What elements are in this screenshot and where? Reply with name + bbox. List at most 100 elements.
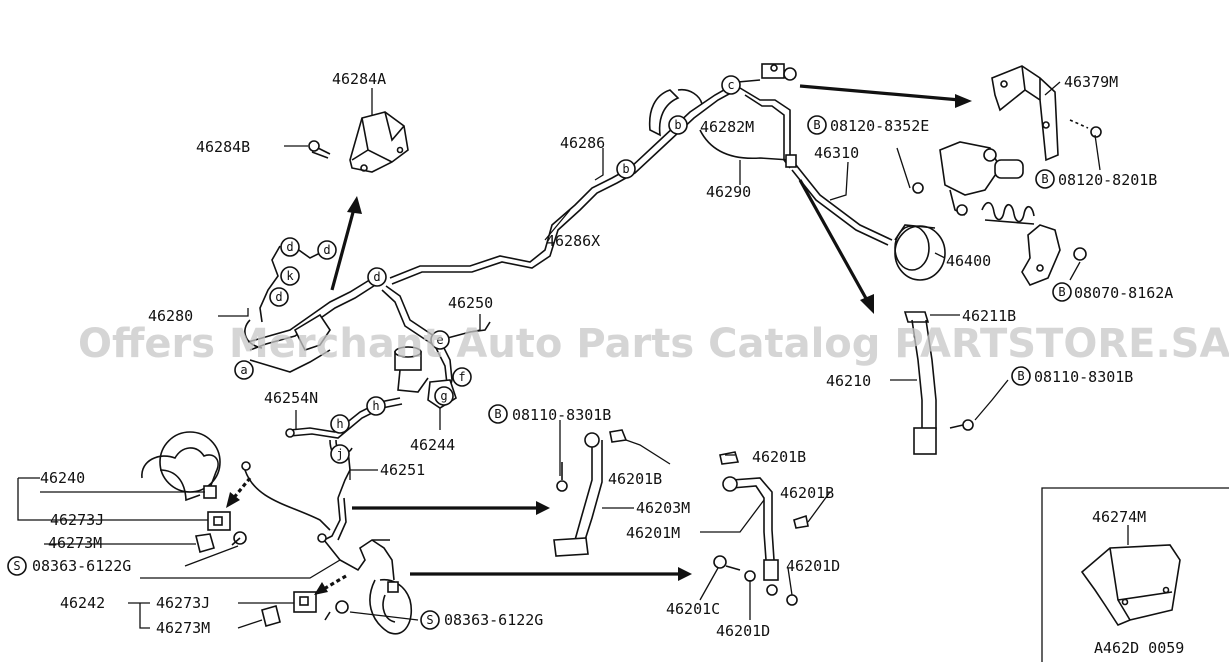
callout-g: g <box>434 386 454 406</box>
bolt-symbol: B <box>1011 366 1031 386</box>
part-label: 46201B <box>752 448 806 466</box>
svg-text:S: S <box>13 559 20 573</box>
part-label: 46201M <box>626 524 680 542</box>
clip-46273-top-drawing <box>195 511 247 553</box>
part-label: 46273M <box>156 619 210 637</box>
callout-h-1: h <box>366 396 386 416</box>
svg-text:c: c <box>727 78 734 92</box>
bolt-symbol: B <box>1035 169 1055 189</box>
svg-text:b: b <box>674 118 681 132</box>
hose-46201M-drawing <box>713 451 809 606</box>
prefix-symbols: B B B B B S S <box>7 115 1072 630</box>
part-label: 08363-6122G <box>32 557 131 575</box>
bracket-46284A-drawing <box>349 111 409 173</box>
part-label: 46400 <box>946 252 991 270</box>
callout-h-2: h <box>330 414 350 434</box>
svg-text:j: j <box>336 447 343 461</box>
part-labels: 46284A 46284B 46286 46282M 08120-8352E 4… <box>32 70 1184 657</box>
part-label: 46280 <box>148 307 193 325</box>
callout-d-1: d <box>280 237 300 257</box>
part-label: 46201C <box>666 600 720 618</box>
part-label: 46211B <box>962 307 1016 325</box>
spring-drawing <box>981 201 1035 225</box>
part-label: 46254N <box>264 389 318 407</box>
callout-d-2: d <box>317 240 337 260</box>
part-label: 46250 <box>448 294 493 312</box>
part-label: 08363-6122G <box>444 611 543 629</box>
direction-arrows <box>226 84 972 595</box>
bolt-symbol: B <box>1052 282 1072 302</box>
svg-text:B: B <box>1058 285 1065 299</box>
part-label: 46284A <box>332 70 386 88</box>
part-label: 46251 <box>380 461 425 479</box>
svg-text:d: d <box>275 290 282 304</box>
svg-text:B: B <box>1017 369 1024 383</box>
part-label: 46284B <box>196 138 250 156</box>
svg-text:h: h <box>336 417 343 431</box>
part-label: 46201B <box>608 470 662 488</box>
svg-text:e: e <box>436 333 443 347</box>
watermark: Offers Merchant Auto Parts Catalog PARTS… <box>78 321 1229 367</box>
bracket-46274M-drawing <box>1080 544 1181 626</box>
svg-text:B: B <box>813 118 820 132</box>
callout-d-3: d <box>367 267 387 287</box>
svg-text:g: g <box>440 389 447 403</box>
part-label: 46210 <box>826 372 871 390</box>
part-label: 46273J <box>50 511 104 529</box>
svg-text:f: f <box>458 370 465 384</box>
svg-text:d: d <box>323 243 330 257</box>
callout-f: f <box>452 367 472 387</box>
part-label: 08110-8301B <box>1034 368 1133 386</box>
backing-plate-drawing <box>648 88 703 137</box>
svg-text:S: S <box>426 613 433 627</box>
bracket-46379M-drawing <box>991 65 1102 162</box>
pipe-46310-drawing <box>791 164 893 246</box>
part-label: 46242 <box>60 594 105 612</box>
part-label: 08120-8352E <box>830 117 929 135</box>
svg-text:b: b <box>622 162 629 176</box>
bolt-46284B-drawing <box>308 140 331 159</box>
screw-symbol: S <box>7 556 27 576</box>
part-label: 08110-8301B <box>512 406 611 424</box>
part-label: 46310 <box>814 144 859 162</box>
bolt-symbol: B <box>488 404 508 424</box>
part-label: 46290 <box>706 183 751 201</box>
svg-text:a: a <box>240 363 247 377</box>
part-label: 46286 <box>560 134 605 152</box>
svg-text:B: B <box>494 407 501 421</box>
valve-assembly-drawing <box>912 141 1024 216</box>
svg-text:d: d <box>373 270 380 284</box>
part-label: 46240 <box>40 469 85 487</box>
svg-text:h: h <box>372 399 379 413</box>
bracket-46240-drawing <box>141 431 331 531</box>
clip-46273-bot-drawing <box>261 591 349 627</box>
svg-text:k: k <box>286 269 294 283</box>
bolt-symbol: B <box>807 115 827 135</box>
part-label: 46379M <box>1064 73 1118 91</box>
svg-text:B: B <box>1041 172 1048 186</box>
callout-letters: a b b c d d d d k e f g h h j <box>234 75 741 464</box>
callout-e: e <box>430 330 450 350</box>
part-label: 46203M <box>636 499 690 517</box>
part-label: 46286X <box>546 232 600 250</box>
pipe-harness-46280-drawing <box>244 245 381 373</box>
hose-46290-drawing <box>699 129 797 168</box>
part-label: 08120-8201B <box>1058 171 1157 189</box>
fitting-top-drawing <box>761 63 797 81</box>
hose-46251-drawing <box>317 497 395 581</box>
bracket-08070-drawing <box>1021 224 1087 286</box>
svg-text:d: d <box>286 240 293 254</box>
part-label: 46273M <box>48 534 102 552</box>
hose-46210-drawing <box>903 311 974 455</box>
callout-k: k <box>280 266 300 286</box>
part-label: 46201B <box>780 484 834 502</box>
part-label: 46274M <box>1092 508 1146 526</box>
part-label: 08070-8162A <box>1074 284 1173 302</box>
part-label: 46282M <box>700 118 754 136</box>
screw-symbol: S <box>420 610 440 630</box>
part-label: 46201D <box>786 557 840 575</box>
hose-46203M-drawing <box>553 429 628 557</box>
pipe-46286-drawing <box>389 79 796 285</box>
leader-lines <box>17 81 1229 662</box>
